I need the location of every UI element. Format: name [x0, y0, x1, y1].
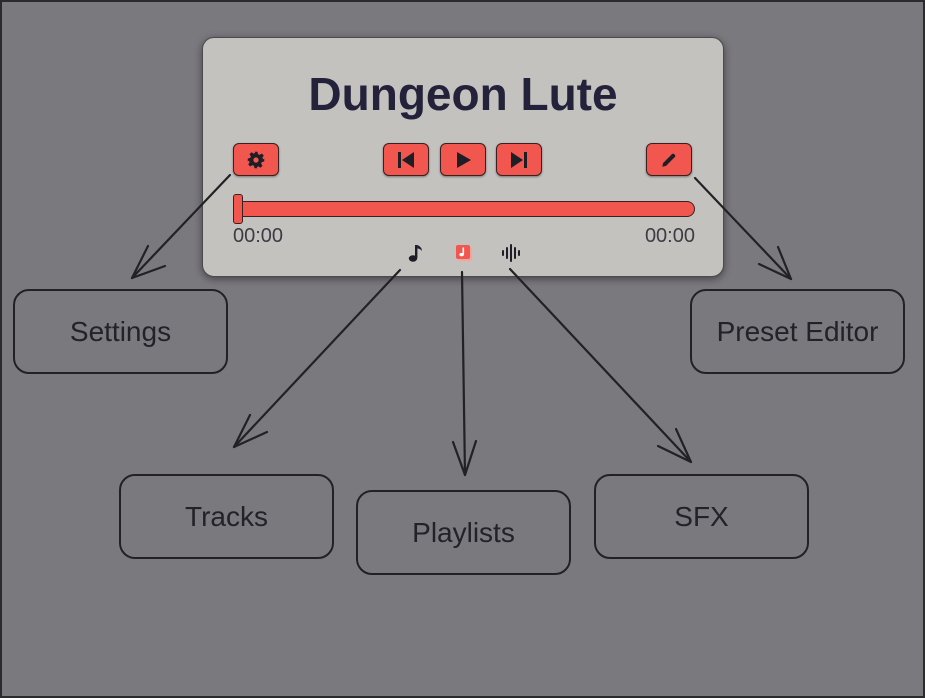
- app-title: Dungeon Lute: [308, 68, 618, 120]
- tracks-tab[interactable]: [404, 242, 426, 264]
- music-note-icon: [408, 245, 422, 262]
- sfx-tab[interactable]: [500, 242, 522, 264]
- time-elapsed: 00:00: [233, 225, 284, 247]
- skip-previous-icon: [398, 151, 414, 168]
- play-button[interactable]: [440, 143, 486, 176]
- play-icon: [457, 151, 471, 168]
- playlists-node: Playlists: [356, 490, 571, 575]
- sfx-node: SFX: [594, 474, 809, 559]
- playlists-tab[interactable]: [453, 242, 475, 264]
- time-total: 00:00: [644, 225, 695, 247]
- sound-wave-icon: [502, 244, 520, 262]
- tracks-node: Tracks: [119, 474, 334, 559]
- player-card: Dungeon Lute: [202, 37, 724, 277]
- gear-icon: [247, 151, 265, 168]
- preset-editor-node: Preset Editor: [690, 289, 905, 374]
- previous-track-button[interactable]: [383, 143, 429, 176]
- next-track-button[interactable]: [496, 143, 542, 176]
- arrow-sfx: [508, 267, 693, 464]
- arrow-playlists: [451, 270, 478, 477]
- arrow-tracks: [232, 268, 402, 449]
- playlist-icon: [456, 245, 472, 261]
- skip-next-icon: [511, 151, 527, 168]
- preset-editor-button[interactable]: [646, 143, 692, 176]
- settings-button[interactable]: [233, 143, 279, 176]
- settings-node: Settings: [13, 289, 228, 374]
- pencil-icon: [662, 153, 676, 167]
- progress-track[interactable]: [235, 201, 695, 217]
- progress-handle[interactable]: [233, 194, 243, 224]
